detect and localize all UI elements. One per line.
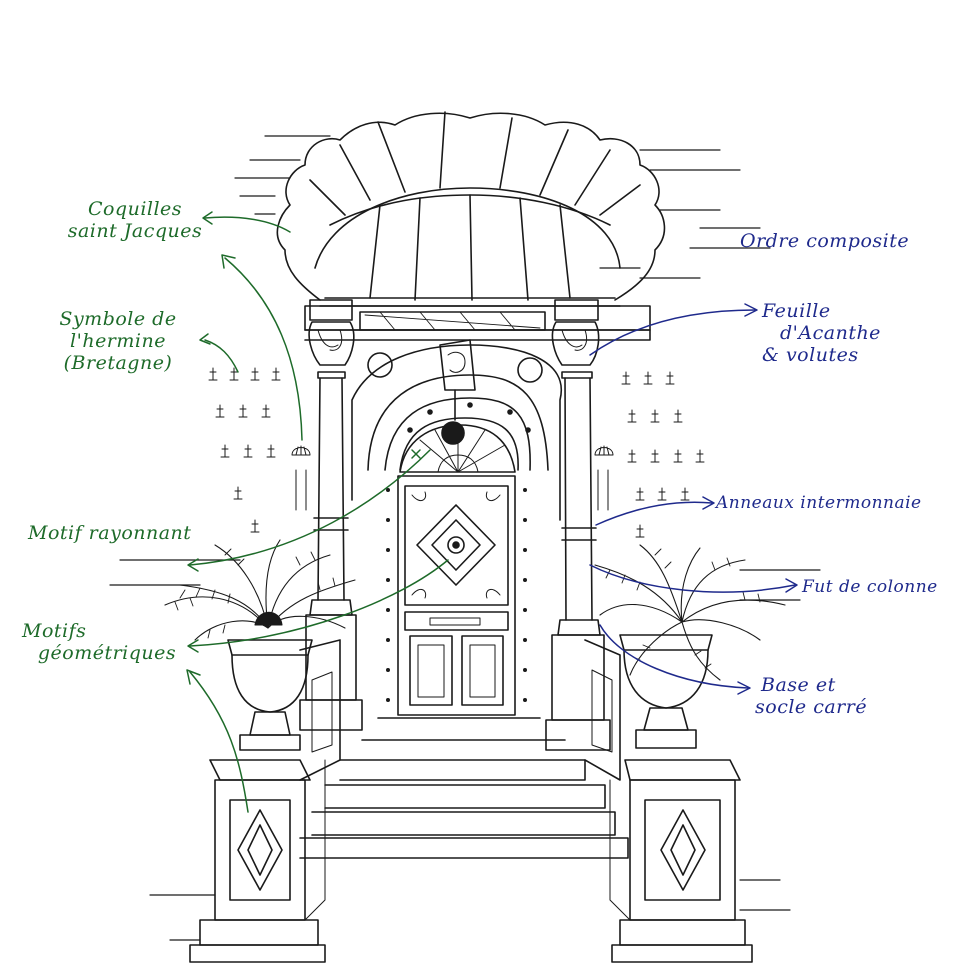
left-pedestal [189, 639, 341, 963]
blue-arrows [589, 303, 798, 695]
left-column [299, 299, 363, 731]
label-ordre-composite: Ordre composite [740, 230, 910, 252]
side-shells [291, 445, 614, 511]
door [397, 475, 516, 716]
label-acanthe-line3: & volutes [762, 344, 859, 366]
right-pedestal [584, 639, 753, 963]
label-anneaux: Anneaux intermonnaie [716, 493, 922, 513]
label-hermine-line3: (Bretagne) [63, 352, 173, 374]
label-hermine-line2: l'hermine [70, 330, 166, 352]
label-geo-line2: géométriques [37, 642, 177, 664]
green-arrows [186, 211, 449, 813]
left-palm [164, 539, 356, 641]
label-acanthe-line1: Feuille [762, 300, 831, 322]
label-hermine: Symbole de l'hermine (Bretagne) [38, 308, 198, 374]
label-coquilles: Coquilles saint Jacques [40, 198, 230, 242]
label-base-line2: socle carré [755, 696, 868, 718]
scallop-shell [276, 111, 666, 307]
label-base-socle: Base et socle carré [755, 674, 867, 718]
label-coquilles-line2: saint Jacques [67, 220, 203, 242]
left-urn [227, 639, 313, 751]
label-base-line1: Base et [761, 674, 836, 696]
entablature [304, 305, 651, 341]
stairs [299, 717, 629, 859]
label-acanthe-line2: d'Acanthe [780, 322, 881, 344]
label-motifs-geometriques: Motifs géométriques [22, 620, 192, 664]
label-motif-rayonnant: Motif rayonnant [28, 522, 192, 544]
label-coquilles-line1: Coquilles [87, 198, 183, 220]
label-geo-line1: Motifs [22, 620, 87, 642]
facade-lines [109, 135, 821, 941]
right-urn [619, 634, 713, 749]
right-palm [594, 544, 786, 681]
right-column [545, 299, 611, 751]
door-studs [386, 488, 527, 702]
label-hermine-line1: Symbole de [59, 308, 177, 330]
ermine-symbols [208, 367, 705, 538]
label-feuille-acanthe: Feuille d'Acanthe & volutes [762, 300, 881, 366]
label-fut-colonne: Fut de colonne [802, 577, 938, 597]
fanlight [399, 424, 516, 473]
